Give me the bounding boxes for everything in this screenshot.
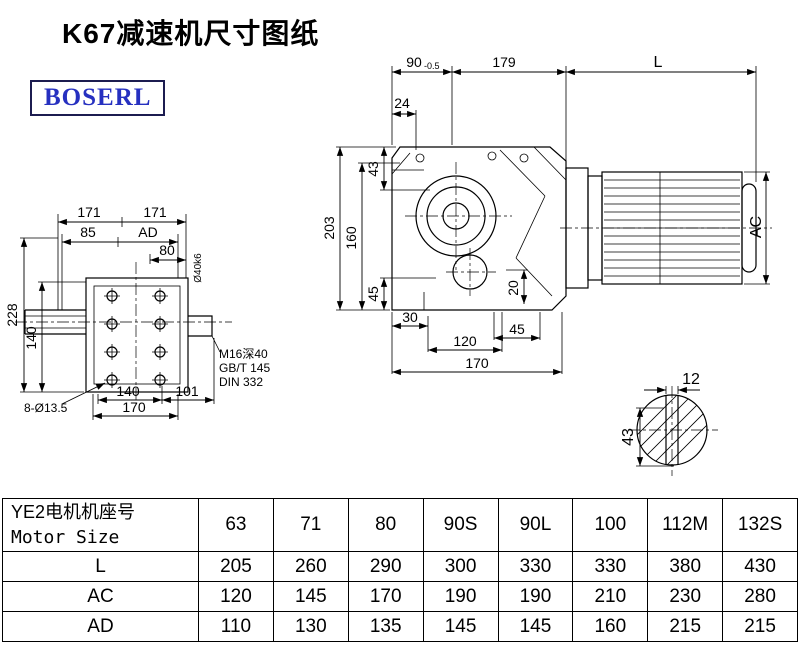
table-header-cell: YE2电机机座号 Motor Size xyxy=(2,498,199,552)
dim-179: 179 xyxy=(492,54,516,70)
dim-160: 160 xyxy=(343,226,359,250)
brand-logo: BOSERL xyxy=(30,80,166,116)
dim-85: 85 xyxy=(80,224,96,240)
value-cell: 215 xyxy=(647,611,724,642)
dim-45-bottom: 45 xyxy=(509,321,525,337)
dim-101: 101 xyxy=(175,383,199,399)
dim-140-left: 140 xyxy=(23,326,39,350)
row-label: AC xyxy=(2,581,199,612)
thread-note-line3: DIN 332 xyxy=(219,375,263,389)
thread-note-line1: M16深40 xyxy=(219,347,268,361)
dim-AC: AC xyxy=(748,216,765,238)
value-cell: 145 xyxy=(422,611,499,642)
value-cell: 215 xyxy=(722,611,798,642)
value-cell: 230 xyxy=(647,581,724,612)
dim-L: L xyxy=(654,54,663,71)
dimension-drawing: 90 -0.5 179 L 24 203 160 43 45 30 20 45 … xyxy=(4,54,772,476)
value-cell: 330 xyxy=(572,551,649,582)
table-row-AD: AD 110 130 135 145 145 160 215 215 xyxy=(2,611,798,642)
value-cell: 205 xyxy=(198,551,274,582)
value-cell: 110 xyxy=(198,611,274,642)
dim-80: 80 xyxy=(159,242,175,258)
value-cell: 290 xyxy=(347,551,424,582)
shaft-section: 12 43 xyxy=(620,371,718,476)
dim-203: 203 xyxy=(321,216,337,240)
value-cell: 280 xyxy=(722,581,798,612)
value-cell: 300 xyxy=(422,551,499,582)
dim-90-tolerance: -0.5 xyxy=(424,61,440,71)
row-label: L xyxy=(2,551,199,582)
value-cell: 130 xyxy=(272,611,349,642)
dim-30: 30 xyxy=(402,309,418,325)
page-title: K67减速机尺寸图纸 xyxy=(62,18,320,49)
side-view-housing xyxy=(391,146,567,311)
value-cell: 210 xyxy=(572,581,649,612)
value-cell: 260 xyxy=(272,551,349,582)
dim-24: 24 xyxy=(394,95,410,111)
size-col-header: 63 xyxy=(198,498,274,552)
front-view-body xyxy=(15,262,232,404)
dim-shaft-diameter: Ø40k6 xyxy=(193,253,204,283)
dim-43: 43 xyxy=(365,161,381,177)
value-cell: 160 xyxy=(572,611,649,642)
dim-bolt-holes: 8-Ø13.5 xyxy=(24,401,68,415)
value-cell: 380 xyxy=(647,551,724,582)
dim-12: 12 xyxy=(682,371,700,388)
dim-45-left: 45 xyxy=(365,286,381,302)
table-row-AC: AC 120 145 170 190 190 210 230 280 xyxy=(2,581,798,612)
table-header-row: YE2电机机座号 Motor Size 63 71 80 90S 90L 100… xyxy=(2,498,798,552)
size-col-header: 71 xyxy=(272,498,349,552)
row-label: AD xyxy=(2,611,199,642)
size-col-header: 112M xyxy=(647,498,724,552)
value-cell: 170 xyxy=(347,581,424,612)
table-header-cn: YE2电机机座号 xyxy=(11,502,136,523)
table-row-L: L 205 260 290 300 330 330 380 430 xyxy=(2,551,798,582)
dim-120: 120 xyxy=(453,333,477,349)
table-header-en: Motor Size xyxy=(11,526,120,548)
dim-43-section: 43 xyxy=(620,428,637,446)
side-view-dimensions: 90 -0.5 179 L 24 203 160 43 45 30 20 45 … xyxy=(321,54,770,376)
dim-228: 228 xyxy=(4,303,20,327)
dim-90: 90 xyxy=(406,54,422,70)
dim-171-left: 171 xyxy=(77,204,101,220)
centerlines-side-view xyxy=(405,162,772,296)
size-col-header: 132S xyxy=(722,498,798,552)
thread-note-line2: GB/T 145 xyxy=(219,361,270,375)
dim-AD: AD xyxy=(138,224,157,240)
value-cell: 190 xyxy=(422,581,499,612)
value-cell: 135 xyxy=(347,611,424,642)
dim-170-side: 170 xyxy=(465,355,489,371)
value-cell: 190 xyxy=(497,581,574,612)
dim-171-right: 171 xyxy=(143,204,167,220)
size-col-header: 80 xyxy=(347,498,424,552)
size-col-header: 100 xyxy=(572,498,649,552)
value-cell: 430 xyxy=(722,551,798,582)
size-col-header: 90L xyxy=(497,498,574,552)
size-col-header: 90S xyxy=(422,498,499,552)
front-view-dimensions: 171 171 85 AD 80 Ø40k6 228 140 8-Ø13.5 1… xyxy=(4,204,270,420)
value-cell: 120 xyxy=(198,581,274,612)
value-cell: 145 xyxy=(497,611,574,642)
dim-140-bottom: 140 xyxy=(116,383,140,399)
dim-170-front: 170 xyxy=(122,399,146,415)
dim-20: 20 xyxy=(505,280,521,296)
value-cell: 330 xyxy=(497,551,574,582)
motor-size-table: YE2电机机座号 Motor Size 63 71 80 90S 90L 100… xyxy=(2,498,798,642)
value-cell: 145 xyxy=(272,581,349,612)
